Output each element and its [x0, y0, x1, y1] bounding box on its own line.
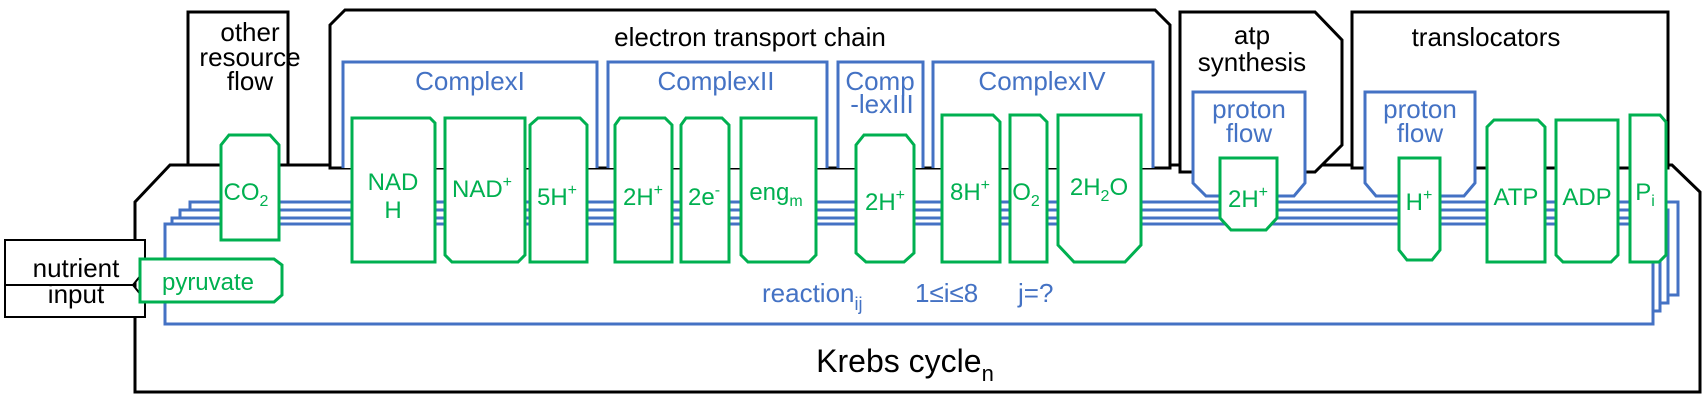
- 8h-node: [940, 113, 1002, 264]
- c2-2e-label: 2e-: [688, 182, 720, 211]
- complex3-label-1: Comp: [845, 66, 914, 96]
- o2-label: O2: [1012, 179, 1040, 210]
- translocators-label: translocators: [1412, 22, 1561, 52]
- translocators-proton-flow-label-2: flow: [1397, 118, 1443, 148]
- c2-2h-label: 2H+: [623, 182, 663, 211]
- c3-2h-node: [854, 133, 916, 264]
- pi-node: [1628, 113, 1668, 264]
- etc-title: electron transport chain: [614, 22, 886, 52]
- nad-label: NAD+: [452, 174, 512, 203]
- nad-node: [443, 116, 527, 264]
- pyruvate-node: [138, 257, 284, 304]
- adp-node: [1554, 118, 1620, 264]
- nutrient-input-label-1: nutrient: [33, 253, 120, 283]
- atp-node: [1485, 118, 1547, 264]
- complex1-label: ComplexI: [415, 66, 525, 96]
- 5h-node: [528, 116, 589, 264]
- reaction-index-range: 1≤i≤8: [915, 278, 978, 308]
- nutrient-input-label-2: input: [48, 279, 105, 309]
- complex2-label: ComplexII: [657, 66, 774, 96]
- atp-proton-flow-label-1: proton: [1212, 94, 1286, 124]
- co2-node: [219, 133, 281, 242]
- other-resource-flow-box: [186, 10, 290, 167]
- atp-label: ATP: [1494, 184, 1539, 211]
- nutrient-input-box-lower: [4, 284, 146, 318]
- nadh-label-2: H: [384, 197, 401, 224]
- o2-node: [1008, 113, 1049, 264]
- nadh-node: [350, 116, 437, 264]
- c2-2e-node: [679, 116, 731, 264]
- atp-synthesis-label-2: synthesis: [1198, 47, 1306, 77]
- 8h-label: 8H+: [950, 177, 990, 206]
- 5h-label: 5H+: [537, 182, 577, 211]
- tr-h-label: H+: [1406, 187, 1433, 216]
- eng-node: [739, 116, 818, 264]
- krebs-cycle-box: [133, 163, 1702, 394]
- atp-synthesis-label-1: atp: [1234, 20, 1270, 50]
- reaction-j-label: j=?: [1017, 278, 1053, 308]
- reaction-label: reactionij: [762, 278, 863, 314]
- complex3-label-2: -lexIII: [850, 89, 914, 119]
- translocators-proton-flow-box: [1363, 90, 1477, 198]
- 2h2o-node: [1056, 113, 1143, 264]
- pyruvate-label: pyruvate: [162, 269, 254, 296]
- other-label-1: other: [220, 17, 280, 47]
- c2-2h-node: [613, 116, 674, 264]
- nadh-label-1: NAD: [368, 169, 419, 196]
- atp-2h-label: 2H+: [1228, 184, 1268, 213]
- co2-label: CO2: [224, 179, 269, 210]
- adp-label: ADP: [1562, 184, 1611, 211]
- krebs-cycle-label: Krebs cyclen: [816, 343, 994, 386]
- 2h2o-label: 2H2O: [1070, 174, 1128, 205]
- atp-2h-node: [1218, 156, 1279, 232]
- pi-label: Pi: [1635, 179, 1655, 210]
- other-label-2: resource: [199, 42, 300, 72]
- translocators-proton-flow-label-1: proton: [1383, 94, 1457, 124]
- other-label-3: flow: [227, 66, 273, 96]
- atp-proton-flow-label-2: flow: [1226, 118, 1272, 148]
- tr-h-node: [1397, 156, 1442, 262]
- complex4-label: ComplexIV: [978, 66, 1106, 96]
- eng-label: engm: [749, 179, 802, 210]
- c3-2h-label: 2H+: [865, 187, 905, 216]
